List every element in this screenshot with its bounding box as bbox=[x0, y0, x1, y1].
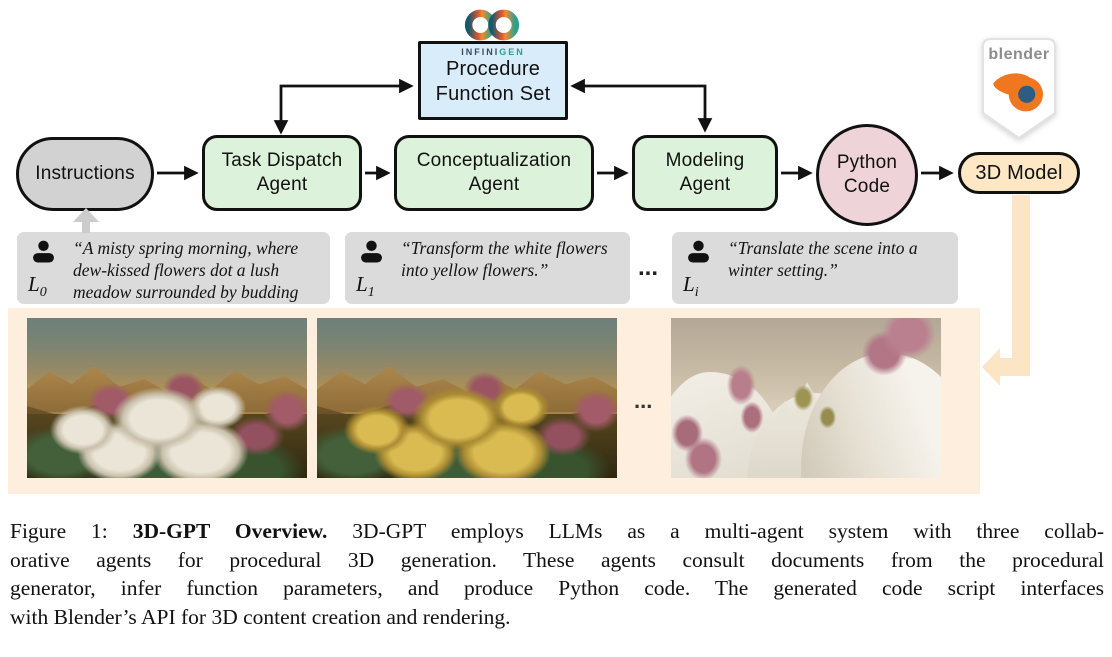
prompt-ellipsis: ... bbox=[638, 254, 659, 281]
arrow-prompt-to-instructions bbox=[73, 208, 99, 233]
result-image-strip: ... bbox=[8, 308, 980, 494]
node-modeling-agent: Modeling Agent bbox=[632, 135, 778, 211]
figure-caption: Figure 1: 3D-GPT Overview. 3D-GPT employ… bbox=[10, 517, 1104, 631]
infinigen-wordmark: INFINIGEN bbox=[461, 47, 525, 57]
arrow-procedure-modeling-bidirectional bbox=[570, 78, 713, 133]
user-icon bbox=[688, 240, 709, 263]
prompt-box-Li: Li “Translate the scene into a winter se… bbox=[672, 232, 958, 304]
prompt-text-Li: “Translate the scene into a winter setti… bbox=[728, 238, 918, 280]
blender-badge: blender bbox=[980, 36, 1058, 142]
prompt-box-L0: L0 “A misty spring morning, where dew-ki… bbox=[17, 232, 330, 324]
node-conceptualization-agent: Conceptualization Agent bbox=[394, 135, 594, 211]
arrow-task-procedure-bidirectional bbox=[273, 78, 414, 135]
user-icon bbox=[361, 240, 382, 263]
caption-line-1: Figure 1: 3D-GPT Overview. 3D-GPT employ… bbox=[10, 519, 1104, 543]
scene-image-spring-white-flowers bbox=[27, 318, 307, 478]
caption-line-4: with Blender’s API for 3D content creati… bbox=[10, 604, 511, 629]
prompt-text-L1: “Transform the white flowers into yellow… bbox=[401, 238, 608, 280]
arrow-3dmodel-to-images bbox=[982, 195, 1030, 386]
scene-image-winter bbox=[671, 318, 941, 478]
prompt-label-Li: Li bbox=[683, 271, 699, 300]
node-python-code: Python Code bbox=[816, 124, 918, 226]
prompt-label-L1: L1 bbox=[356, 271, 375, 300]
node-task-dispatch-agent: Task Dispatch Agent bbox=[202, 135, 362, 211]
node-3d-model: 3D Model bbox=[958, 152, 1080, 194]
caption-line-2: orative agents for procedural 3D generat… bbox=[10, 547, 1104, 572]
procedure-function-set-box: INFINIGEN Procedure Function Set bbox=[418, 41, 568, 120]
scene-image-yellow-flowers bbox=[317, 318, 617, 478]
node-instructions: Instructions bbox=[16, 137, 154, 211]
blender-logo-icon bbox=[993, 73, 1043, 112]
blender-wordmark: blender bbox=[988, 46, 1050, 63]
prompt-box-L1: L1 “Transform the white flowers into yel… bbox=[345, 232, 630, 304]
caption-line-3: generator, infer function parameters, an… bbox=[10, 576, 1104, 600]
procedure-box-label: Procedure Function Set bbox=[435, 58, 551, 105]
user-icon bbox=[33, 240, 54, 263]
image-ellipsis: ... bbox=[634, 388, 653, 413]
prompt-label-L0: L0 bbox=[28, 271, 47, 300]
infinigen-logo-icon bbox=[464, 9, 520, 41]
